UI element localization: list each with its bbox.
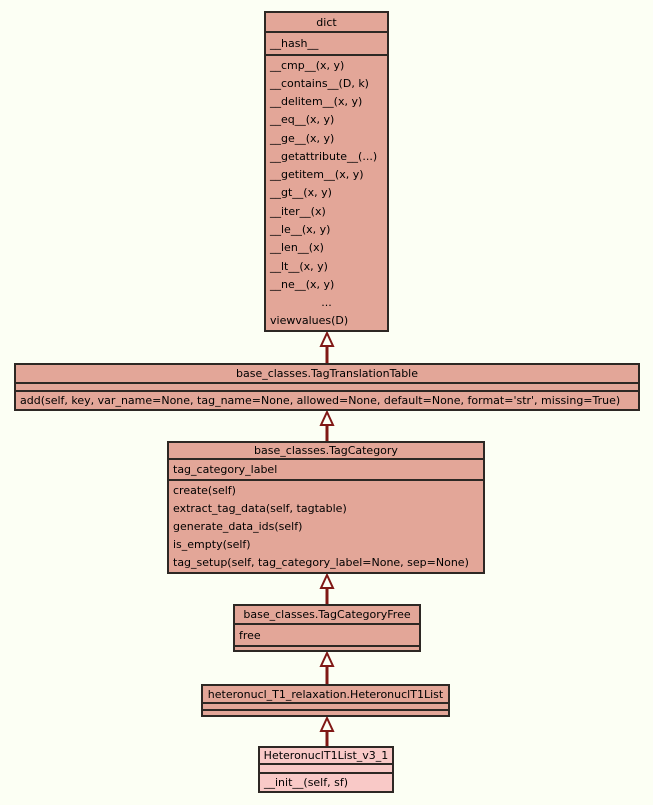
class-method: add(self, key, var_name=None, tag_name=N…: [20, 394, 621, 407]
class-method: generate_data_ids(self): [173, 520, 303, 533]
class-dict: dict __hash__ __cmp__(x, y) __contains__…: [264, 11, 389, 332]
class-title: base_classes.TagTranslationTable: [16, 365, 638, 384]
class-method: viewvalues(D): [270, 314, 349, 328]
class-title: heteronucl_T1_relaxation.HeteronuclT1Lis…: [203, 686, 448, 704]
class-methods-section: add(self, key, var_name=None, tag_name=N…: [16, 392, 638, 409]
class-heteronuclt1list: heteronucl_T1_relaxation.HeteronuclT1Lis…: [201, 684, 450, 717]
class-tagcategoryfree: base_classes.TagCategoryFree free: [233, 604, 421, 652]
class-methods-section: create(self) extract_tag_data(self, tagt…: [169, 481, 483, 572]
class-methods-section: __cmp__(x, y) __contains__(D, k) __delit…: [266, 56, 387, 330]
class-method: extract_tag_data(self, tagtable): [173, 501, 347, 515]
class-attributes-section: [203, 704, 448, 711]
class-method: __ge__(x, y): [270, 131, 335, 145]
class-method-ellipsis: ...: [321, 296, 332, 310]
class-attributes-section: [260, 765, 392, 774]
class-method: __cmp__(x, y): [270, 58, 345, 72]
class-method: tag_setup(self, tag_category_label=None,…: [173, 556, 469, 570]
class-attribute: __hash__: [270, 37, 319, 50]
class-attribute: free: [239, 628, 261, 642]
class-method: __getitem__(x, y): [270, 168, 364, 182]
class-attributes-section: __hash__: [266, 33, 387, 56]
inheritance-arrow: [319, 332, 335, 363]
class-methods-section: [235, 647, 419, 650]
class-method: __getattribute__(...): [270, 149, 378, 163]
class-method: __lt__(x, y): [270, 259, 328, 273]
class-title: base_classes.TagCategoryFree: [235, 606, 419, 625]
class-attribute: tag_category_label: [173, 463, 278, 476]
class-attributes-section: free: [235, 625, 419, 647]
inheritance-arrow: [319, 411, 335, 441]
inheritance-arrow: [319, 574, 335, 604]
inheritance-arrow: [319, 717, 335, 746]
class-title: dict: [266, 13, 387, 33]
class-method: __init__(self, sf): [264, 776, 349, 789]
class-method: is_empty(self): [173, 538, 251, 552]
class-method: __le__(x, y): [270, 223, 331, 237]
class-method: __contains__(D, k): [270, 76, 369, 90]
class-title: base_classes.TagCategory: [169, 443, 483, 460]
inheritance-arrow: [319, 652, 335, 684]
class-method: create(self): [173, 483, 236, 497]
class-heteronuclt1list-v3-1: HeteronuclT1List_v3_1 __init__(self, sf): [258, 746, 394, 793]
class-method: __gt__(x, y): [270, 186, 332, 200]
class-method: __eq__(x, y): [270, 113, 335, 127]
class-attributes-section: [16, 384, 638, 392]
class-tagtranslationtable: base_classes.TagTranslationTable add(sel…: [14, 363, 640, 411]
class-method: __iter__(x): [270, 204, 326, 218]
class-attributes-section: tag_category_label: [169, 460, 483, 481]
class-title: HeteronuclT1List_v3_1: [260, 748, 392, 765]
class-tagcategory: base_classes.TagCategory tag_category_la…: [167, 441, 485, 574]
class-methods-section: __init__(self, sf): [260, 774, 392, 791]
class-method: __len__(x): [270, 241, 324, 255]
class-method: __delitem__(x, y): [270, 95, 363, 109]
class-methods-section: [203, 711, 448, 715]
class-method: __ne__(x, y): [270, 277, 335, 291]
